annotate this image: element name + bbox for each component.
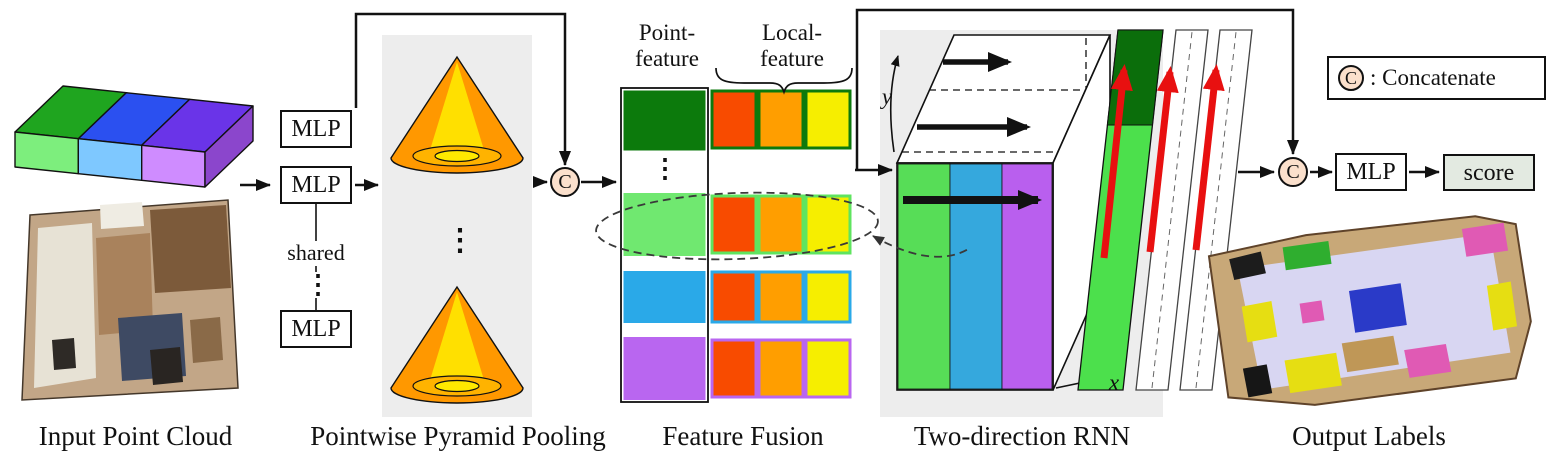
legend-box: C : Concatenate [1327, 56, 1546, 100]
slab-side-face [204, 105, 254, 188]
score-box: score [1443, 154, 1535, 191]
dashed-correspondence-arrow [872, 235, 971, 258]
segment-patch [1241, 301, 1278, 343]
fusion-dots: ⋮ [652, 154, 678, 183]
local-feature-brace [715, 67, 853, 95]
point-feature-block-4 [623, 337, 706, 400]
point-feature-label: Point- feature [617, 20, 717, 72]
input-grid-slab [14, 85, 254, 188]
local-feature-row-4 [710, 338, 852, 399]
caption-rnn: Two-direction RNN [913, 421, 1131, 451]
caption-pooling: Pointwise Pyramid Pooling [310, 421, 606, 451]
axis-label-y: y [881, 84, 893, 109]
point-feature-label-line2: feature [635, 45, 699, 71]
cone-highlight [430, 292, 484, 386]
slab-cell-front-lightblue [77, 137, 143, 182]
room-patch [150, 347, 183, 385]
axis-label-x: x [1108, 370, 1120, 395]
local-feature-block [757, 89, 805, 150]
point-feature-column [620, 87, 709, 403]
local-feature-block [757, 270, 805, 324]
local-feature-block [804, 89, 852, 150]
local-feature-block [710, 338, 758, 399]
rnn-cuboid [889, 34, 1112, 391]
skip-connection-top-right [855, 8, 1299, 170]
segment-patch [1486, 281, 1518, 331]
input-point-cloud-image [21, 199, 239, 401]
slab-cell-front-lightgreen [14, 131, 80, 175]
caption-fusion: Feature Fusion [662, 421, 824, 451]
segment-patch [1242, 364, 1273, 398]
dashed-highlight-ellipse [595, 191, 879, 261]
caption-output: Output Labels [1292, 421, 1446, 451]
local-feature-label-line2: feature [760, 45, 824, 71]
segment-patch [1348, 283, 1407, 333]
mlp-box-head: MLP [1335, 153, 1407, 191]
point-feature-block-1 [623, 90, 706, 151]
local-feature-row-1 [710, 89, 852, 150]
local-feature-block [710, 270, 758, 324]
concat-circle-1: C [550, 167, 580, 197]
rnn-output-slab-dash [1151, 31, 1193, 389]
segment-patch [1299, 300, 1325, 324]
legend-concat-circle: C [1338, 65, 1364, 91]
skip-connection-top-left [354, 12, 571, 166]
mlp-box-1: MLP [280, 110, 352, 148]
mlp-box-2: MLP [280, 166, 352, 204]
pyramid-cone-2 [390, 285, 524, 404]
pooling-dots: ⋮ [445, 224, 475, 257]
segment-patch [1341, 335, 1399, 373]
point-feature-label-line1: Point- [638, 20, 696, 45]
local-feature-label: Local- feature [732, 20, 852, 72]
shared-label: shared [278, 240, 354, 266]
room-patch [100, 202, 144, 229]
mlp-shared-dots: ⋮ [305, 270, 331, 299]
concat-circle-2: C [1278, 157, 1308, 187]
local-feature-label-line1: Local- [761, 20, 822, 45]
local-feature-block [710, 194, 758, 255]
y-axis-arrow [889, 55, 900, 153]
slab-cell-front-lightviolet [140, 144, 206, 188]
legend-text: : Concatenate [1370, 65, 1496, 90]
local-feature-block [804, 338, 852, 399]
pyramid-cone-1 [390, 55, 524, 174]
rnn-vertical-arrow-1 [1100, 64, 1133, 259]
local-feature-block [804, 270, 852, 324]
segment-patch [1229, 251, 1266, 280]
local-feature-row-3 [710, 270, 852, 324]
local-feature-row-2 [710, 194, 852, 255]
caption-input: Input Point Cloud [38, 421, 233, 451]
cone-highlight [430, 62, 484, 156]
room-patch [34, 223, 96, 388]
room-patch [52, 338, 76, 370]
segment-patch [1282, 240, 1332, 271]
room-patch [190, 317, 223, 363]
mlp-box-3: MLP [280, 310, 352, 348]
segment-patch [1404, 343, 1452, 378]
cone-ring [434, 149, 480, 163]
room-patch [96, 233, 153, 335]
local-feature-block [710, 89, 758, 150]
point-feature-block-2 [623, 193, 706, 256]
rnn-vertical-arrow-2 [1146, 66, 1179, 253]
point-feature-block-3 [623, 271, 706, 323]
output-labels-image [1207, 215, 1532, 406]
rnn-output-slab-dash [1195, 31, 1237, 389]
cone-ring [434, 379, 480, 393]
local-feature-block [757, 194, 805, 255]
rnn-vertical-arrow-3 [1192, 64, 1225, 251]
segment-patch [1461, 222, 1509, 257]
segment-patch [1284, 352, 1342, 394]
local-feature-block [757, 338, 805, 399]
room-patch [150, 205, 231, 293]
rnn-output-slabs [1077, 29, 1253, 391]
